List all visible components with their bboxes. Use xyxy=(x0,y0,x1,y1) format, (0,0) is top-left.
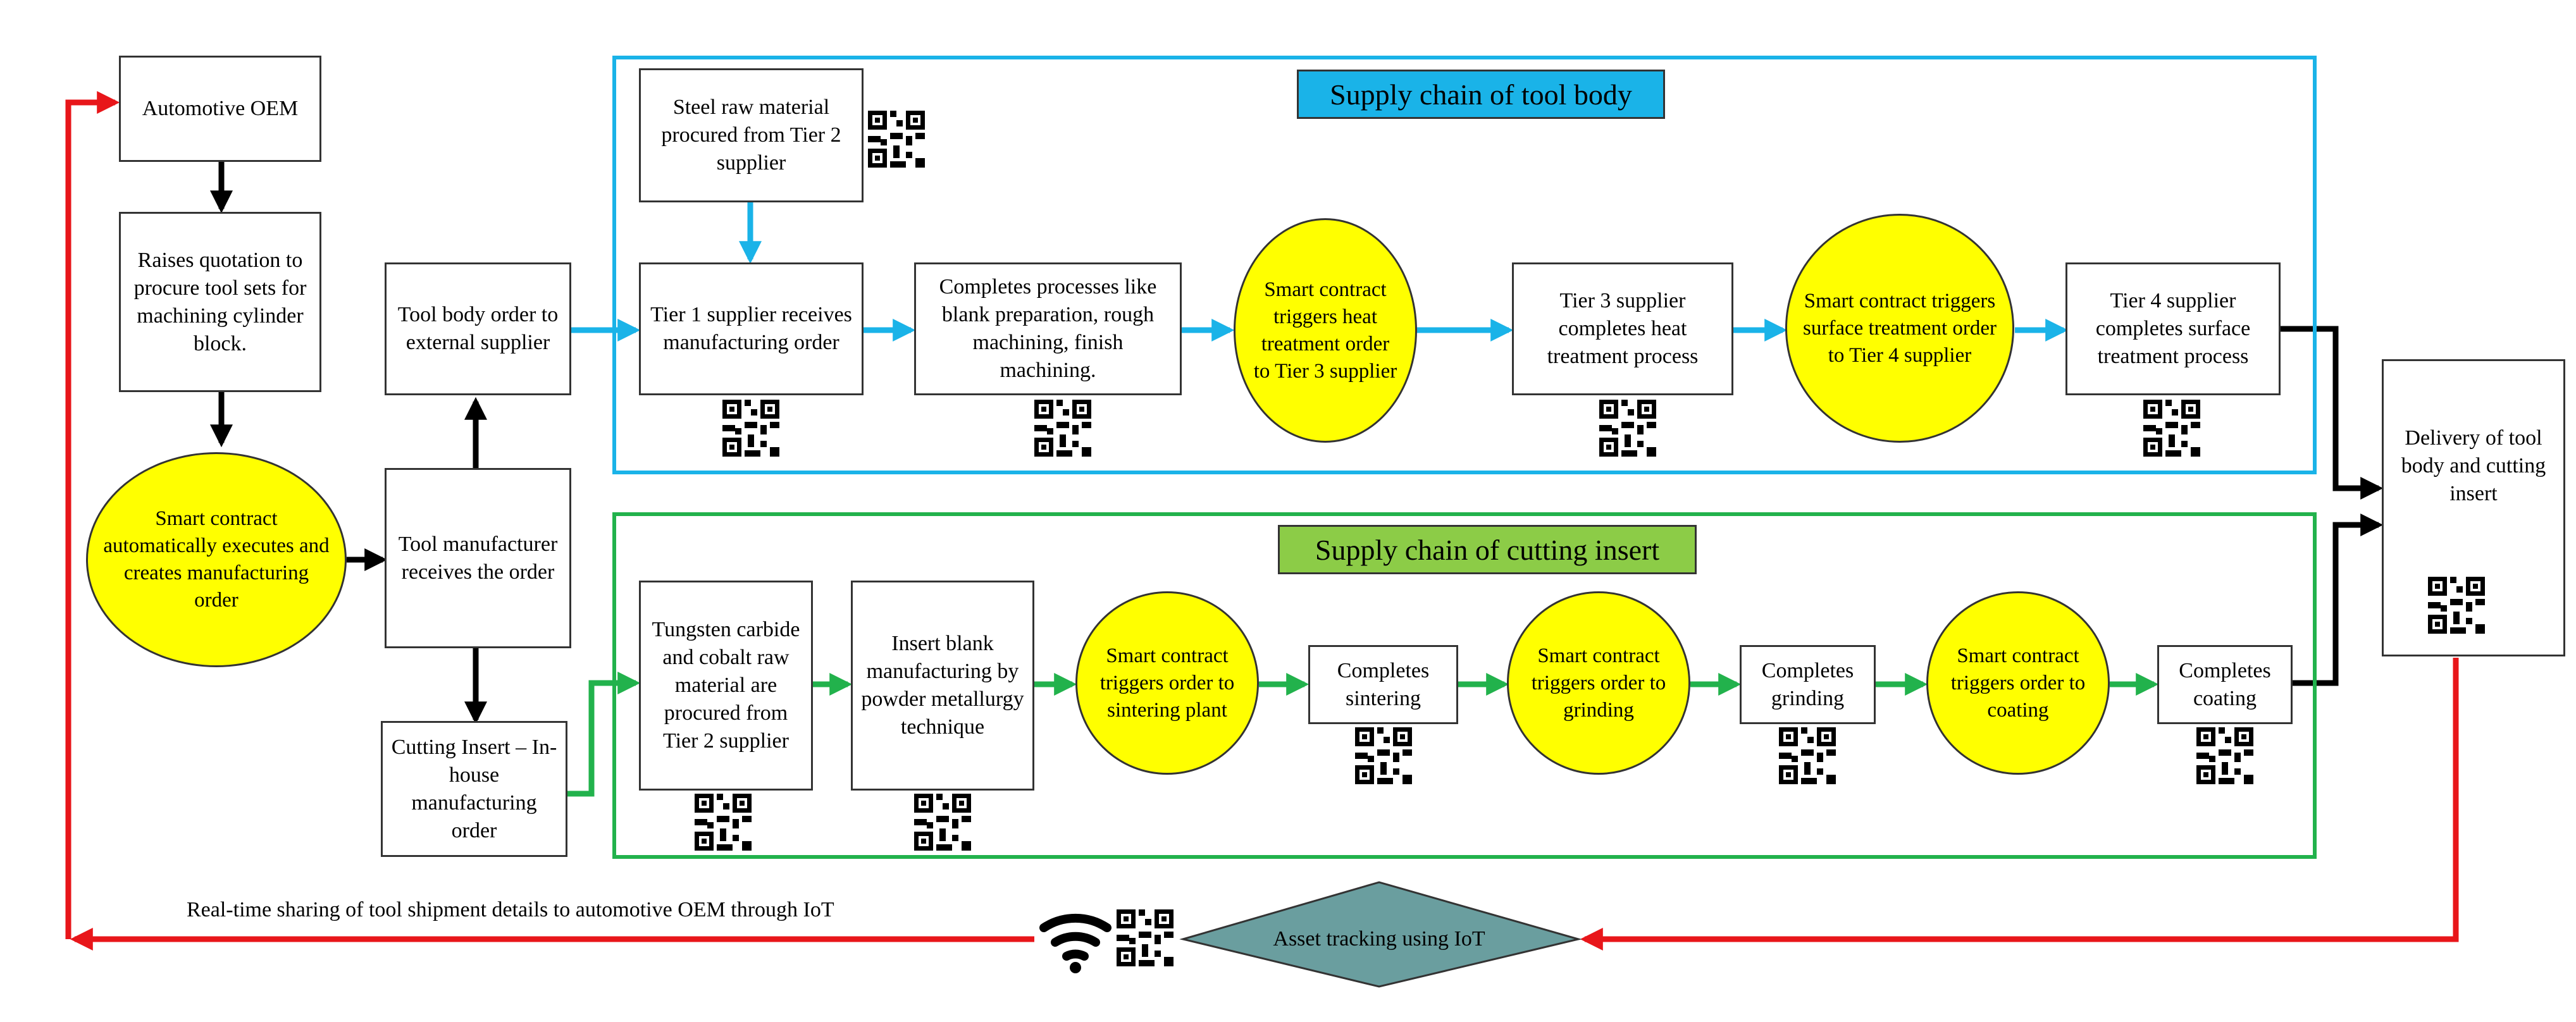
red-arrows xyxy=(65,91,2459,951)
qr-code-icon xyxy=(868,111,925,168)
qr-code-icon xyxy=(1599,400,1656,457)
insert-blank-box: Insert blank manufacturing by powder met… xyxy=(851,581,1034,791)
blue-arrows xyxy=(571,202,2069,342)
cutting-insert-chain-title: Supply chain of cutting insert xyxy=(1278,525,1697,574)
steel-raw-material-box: Steel raw material procured from Tier 2 … xyxy=(639,68,864,202)
asset-tracking-diamond xyxy=(1179,881,1582,988)
qr-code-icon xyxy=(2143,400,2200,457)
qr-code-icon xyxy=(722,400,779,457)
smart-contract-sintering-node: Smart contract triggers order to sinteri… xyxy=(1075,591,1259,775)
qr-code-icon xyxy=(914,794,971,851)
asset-tracking-label: Asset tracking using IoT xyxy=(1273,927,1485,951)
tool-body-order-box: Tool body order to external supplier xyxy=(385,262,571,395)
qr-code-icon xyxy=(1355,727,1412,784)
qr-code-icon xyxy=(695,794,752,851)
raises-quotation-box: Raises quotation to procure tool sets fo… xyxy=(119,212,321,392)
smart-contract-grinding-node: Smart contract triggers order to grindin… xyxy=(1507,591,1690,775)
completes-sintering-box: Completes sintering xyxy=(1308,645,1458,724)
automotive-oem-box: Automotive OEM xyxy=(119,56,321,162)
qr-code-icon xyxy=(2196,727,2253,784)
tier1-supplier-box: Tier 1 supplier receives manufacturing o… xyxy=(639,262,864,395)
smart-contract-surface-treatment-node: Smart contract triggers surface treatmen… xyxy=(1785,214,2014,443)
qr-code-icon xyxy=(1117,909,1173,966)
qr-code-icon xyxy=(1034,400,1091,457)
cutting-insert-chain-frame xyxy=(612,512,2317,859)
wifi-icon xyxy=(1039,913,1112,973)
smart-contract-heat-treatment-node: Smart contract triggers heat treatment o… xyxy=(1234,218,1417,443)
qr-code-icon xyxy=(1779,727,1836,784)
tier3-supplier-box: Tier 3 supplier completes heat treatment… xyxy=(1512,262,1733,395)
tungsten-raw-material-box: Tungsten carbide and cobalt raw material… xyxy=(639,581,813,791)
tool-body-chain-title: Supply chain of tool body xyxy=(1297,70,1665,119)
delivery-box: Delivery of tool body and cutting insert xyxy=(2382,359,2565,656)
realtime-sharing-label: Real-time sharing of tool shipment detai… xyxy=(187,898,834,921)
completes-coating-box: Completes coating xyxy=(2157,645,2293,724)
cutting-insert-order-box: Cutting Insert – In-house manufacturing … xyxy=(381,721,567,857)
tool-manufacturer-box: Tool manufacturer receives the order xyxy=(385,468,571,648)
qr-code-icon xyxy=(2428,577,2485,634)
tier4-supplier-box: Tier 4 supplier completes surface treatm… xyxy=(2065,262,2281,395)
completes-grinding-box: Completes grinding xyxy=(1740,645,1876,724)
smart-contract-coating-node: Smart contract triggers order to coating xyxy=(1926,591,2110,775)
completes-processes-box: Completes processes like blank preparati… xyxy=(914,262,1182,395)
tool-body-chain-frame xyxy=(612,56,2317,474)
arrow-tier4-to-delivery xyxy=(2281,326,2384,500)
arrow-loop-to-oem xyxy=(65,91,120,939)
arrow-delivery-to-asset-tracking xyxy=(1580,658,2459,951)
smart-contract-executes-node: Smart contract automatically executes an… xyxy=(86,452,347,667)
